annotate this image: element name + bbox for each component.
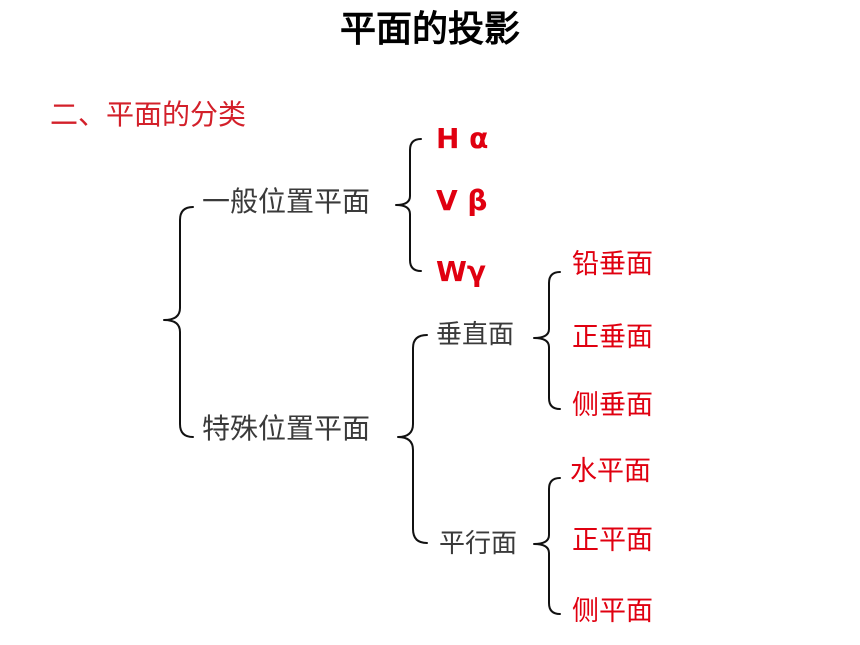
brace-parallel	[533, 477, 561, 615]
brace-general	[395, 138, 422, 272]
node-special-position-plane: 特殊位置平面	[202, 412, 371, 445]
node-parallel-plane: 平行面	[439, 529, 518, 559]
leaf-profile-plane: 侧平面	[572, 596, 653, 627]
leaf-frontal-plane: 正平面	[572, 525, 653, 556]
leaf-horizontal-plane: 水平面	[570, 456, 651, 487]
node-general-position-plane: 一般位置平面	[202, 185, 371, 218]
leaf-v-beta: V β	[436, 184, 488, 217]
leaf-horizontal-projecting-plane: 铅垂面	[572, 249, 653, 280]
brace-special	[397, 334, 428, 544]
leaf-profile-projecting-plane: 侧垂面	[572, 390, 653, 421]
leaf-frontal-projecting-plane: 正垂面	[572, 322, 653, 353]
leaf-h-alpha: H α	[436, 122, 489, 155]
node-perpendicular-plane: 垂直面	[436, 320, 515, 350]
brace-root	[163, 206, 194, 438]
page-title: 平面的投影	[339, 9, 520, 50]
brace-perpendicular	[533, 271, 561, 410]
section-heading: 二、平面的分类	[50, 98, 247, 131]
leaf-w-gamma: Wγ	[436, 255, 486, 288]
